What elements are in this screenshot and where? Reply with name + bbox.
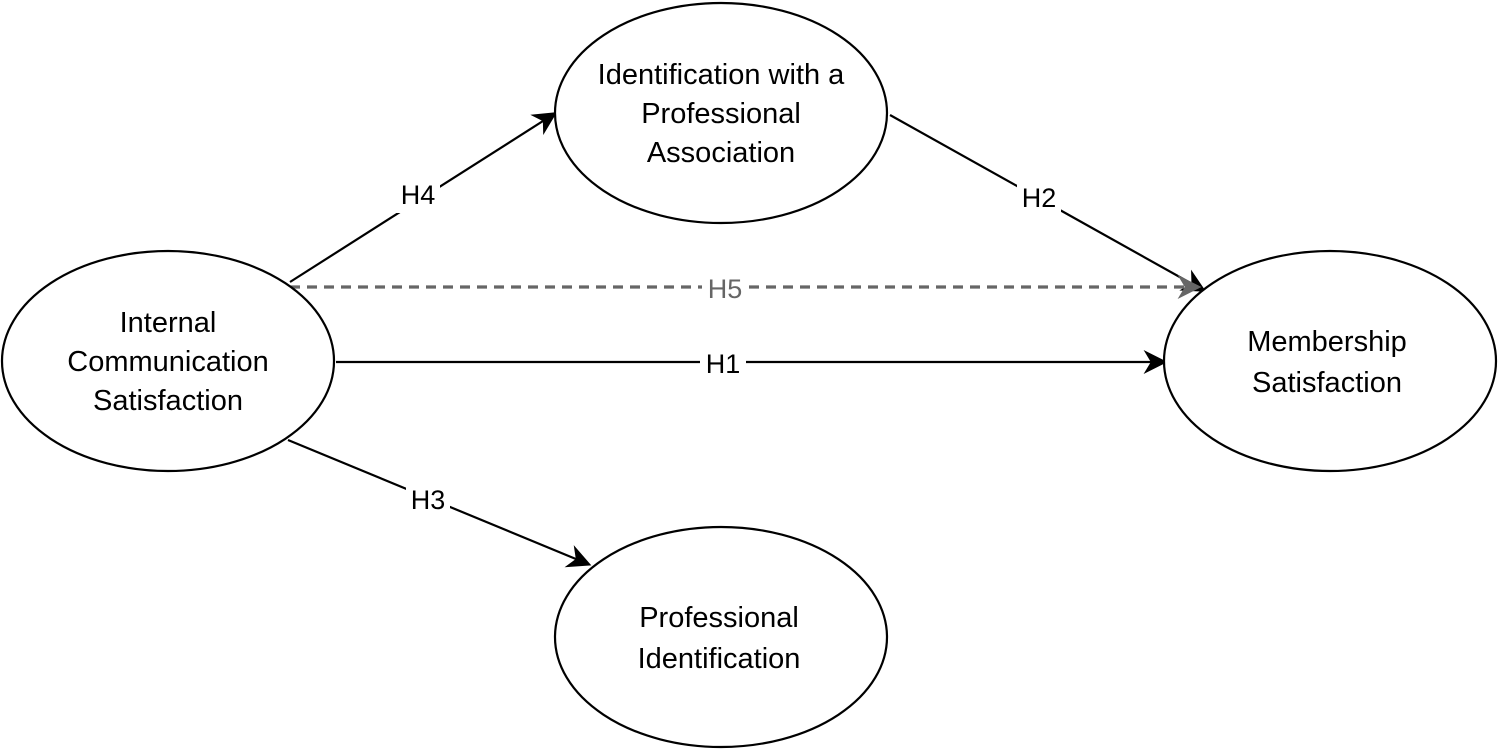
edge-label-h5: H5 xyxy=(708,274,743,304)
node-label-line: Identification xyxy=(638,643,801,675)
edge-label-h3: H3 xyxy=(411,485,446,515)
edge-h5: H5 xyxy=(290,271,1202,307)
node-label-line: Satisfaction xyxy=(1252,367,1402,399)
node-label-line: Association xyxy=(647,137,795,169)
edge-label-h1: H1 xyxy=(706,349,741,379)
node-label-line: Internal xyxy=(120,307,217,339)
edge-label-h4: H4 xyxy=(401,180,436,210)
node-membership-satisfaction: Membership Satisfaction xyxy=(1162,249,1498,473)
node-internal-communication-satisfaction: Internal Communication Satisfaction xyxy=(0,249,336,473)
node-label-line: Identification with a xyxy=(598,59,846,91)
edge-h2: H2 xyxy=(889,114,1207,292)
node-professional-identification: Professional Identification xyxy=(553,525,889,749)
edge-h3: H3 xyxy=(287,438,592,568)
edge-h4: H4 xyxy=(289,112,558,283)
node-label-line: Membership xyxy=(1247,326,1407,358)
node-identification-with-professional-association: Identification with a Professional Assoc… xyxy=(553,1,889,225)
node-label-line: Professional xyxy=(641,98,801,130)
edge-label-h2: H2 xyxy=(1022,183,1057,213)
node-label-line: Satisfaction xyxy=(93,385,243,417)
node-label-line: Professional xyxy=(639,602,799,634)
node-label-line: Communication xyxy=(67,346,268,378)
edge-h1: H1 xyxy=(336,346,1168,382)
